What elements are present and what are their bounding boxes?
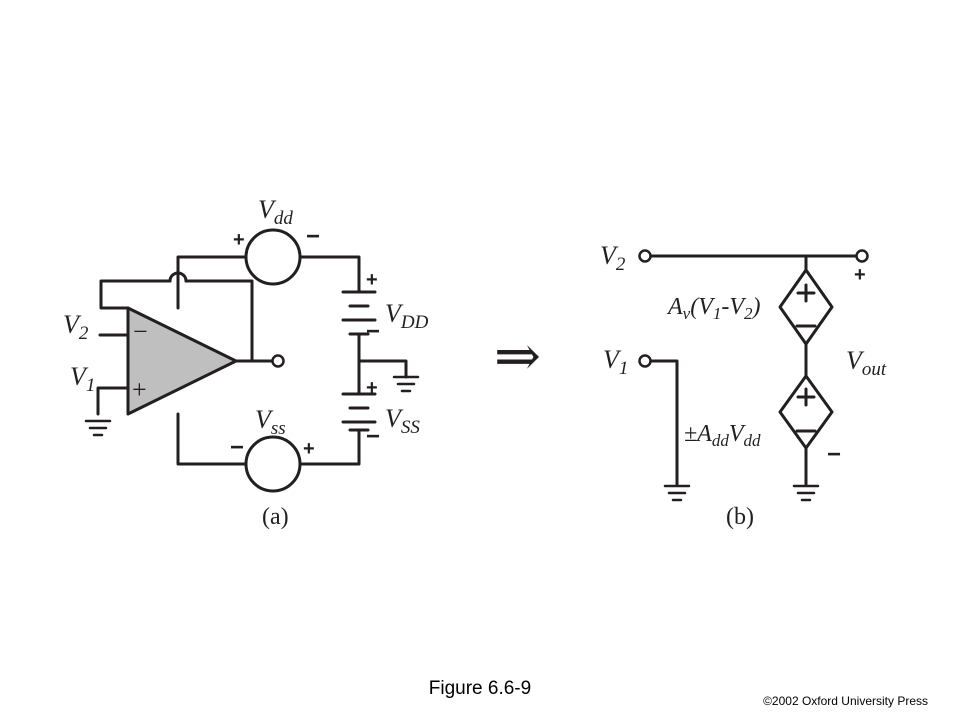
v1-wire bbox=[649, 359, 679, 486]
vdd-label: Vdd bbox=[258, 195, 293, 229]
vdd-plus-sign: + bbox=[233, 229, 245, 251]
vout-minus-sign: − bbox=[827, 441, 841, 468]
vss-label: Vss bbox=[255, 405, 286, 439]
op-amp-inverting-sign: − bbox=[133, 317, 148, 346]
op-amp-noninverting-sign: + bbox=[132, 375, 147, 404]
output-terminal bbox=[271, 354, 285, 368]
vSS-label: VSS bbox=[385, 404, 420, 438]
vdd-supply-wire bbox=[176, 255, 361, 310]
copyright-notice: ©2002 Oxford University Press bbox=[763, 694, 928, 708]
v1-terminal bbox=[638, 354, 652, 368]
vss-minus-sign: − bbox=[230, 434, 244, 461]
supply-dependent-source bbox=[778, 374, 834, 450]
v1-label-a: V1 bbox=[70, 362, 95, 396]
ground-symbol-b-left bbox=[663, 484, 691, 502]
feedback-wire bbox=[99, 279, 254, 363]
vss-battery-minus: − bbox=[366, 423, 380, 450]
ground-symbol-a-mid bbox=[392, 375, 420, 393]
vss-battery-plus: + bbox=[366, 377, 378, 399]
implies-arrow: ⇒ bbox=[494, 326, 541, 388]
caption-b: (b) bbox=[726, 504, 754, 530]
vss-supply-wire bbox=[176, 412, 361, 466]
supply-source-label: ±AddVdd bbox=[684, 421, 761, 450]
vss-battery bbox=[341, 392, 377, 432]
circuit-a: − + + − Vdd − + Vss + bbox=[63, 195, 429, 530]
v2-terminal bbox=[638, 249, 652, 263]
op-amp-triangle bbox=[126, 306, 238, 416]
vss-plus-sign: + bbox=[303, 438, 315, 460]
gain-source-label: Av(V1-V2) bbox=[666, 294, 761, 323]
supply-source-plus bbox=[796, 387, 816, 407]
vss-source bbox=[244, 435, 302, 493]
vDD-label: VDD bbox=[385, 299, 429, 333]
vdd-minus-sign: − bbox=[306, 223, 320, 250]
figure-caption: Figure 6.6-9 bbox=[428, 678, 532, 699]
vdd-battery bbox=[341, 290, 377, 396]
vdd-source bbox=[244, 228, 302, 286]
ground-symbol-b-right bbox=[792, 484, 820, 502]
gain-dependent-source bbox=[778, 268, 834, 346]
gain-source-plus bbox=[796, 283, 816, 303]
v1-label-b: V1 bbox=[603, 345, 628, 379]
vdd-battery-plus: + bbox=[366, 269, 378, 291]
vout-plus-sign: + bbox=[854, 264, 866, 286]
mid-ground-wire bbox=[357, 359, 408, 379]
circuit-b: + V2 V1 Av(V1-V2) ±AddVdd Vout − (b) bbox=[600, 241, 887, 530]
vdd-battery-minus: − bbox=[366, 318, 380, 345]
vout-plus-terminal bbox=[855, 249, 869, 263]
v2-label-b: V2 bbox=[600, 241, 626, 275]
caption-a: (a) bbox=[262, 504, 289, 530]
ground-symbol-a-left bbox=[84, 419, 112, 437]
v1-input-wire bbox=[96, 386, 130, 416]
v2-label-a: V2 bbox=[63, 310, 89, 344]
vout-label: Vout bbox=[846, 346, 887, 380]
